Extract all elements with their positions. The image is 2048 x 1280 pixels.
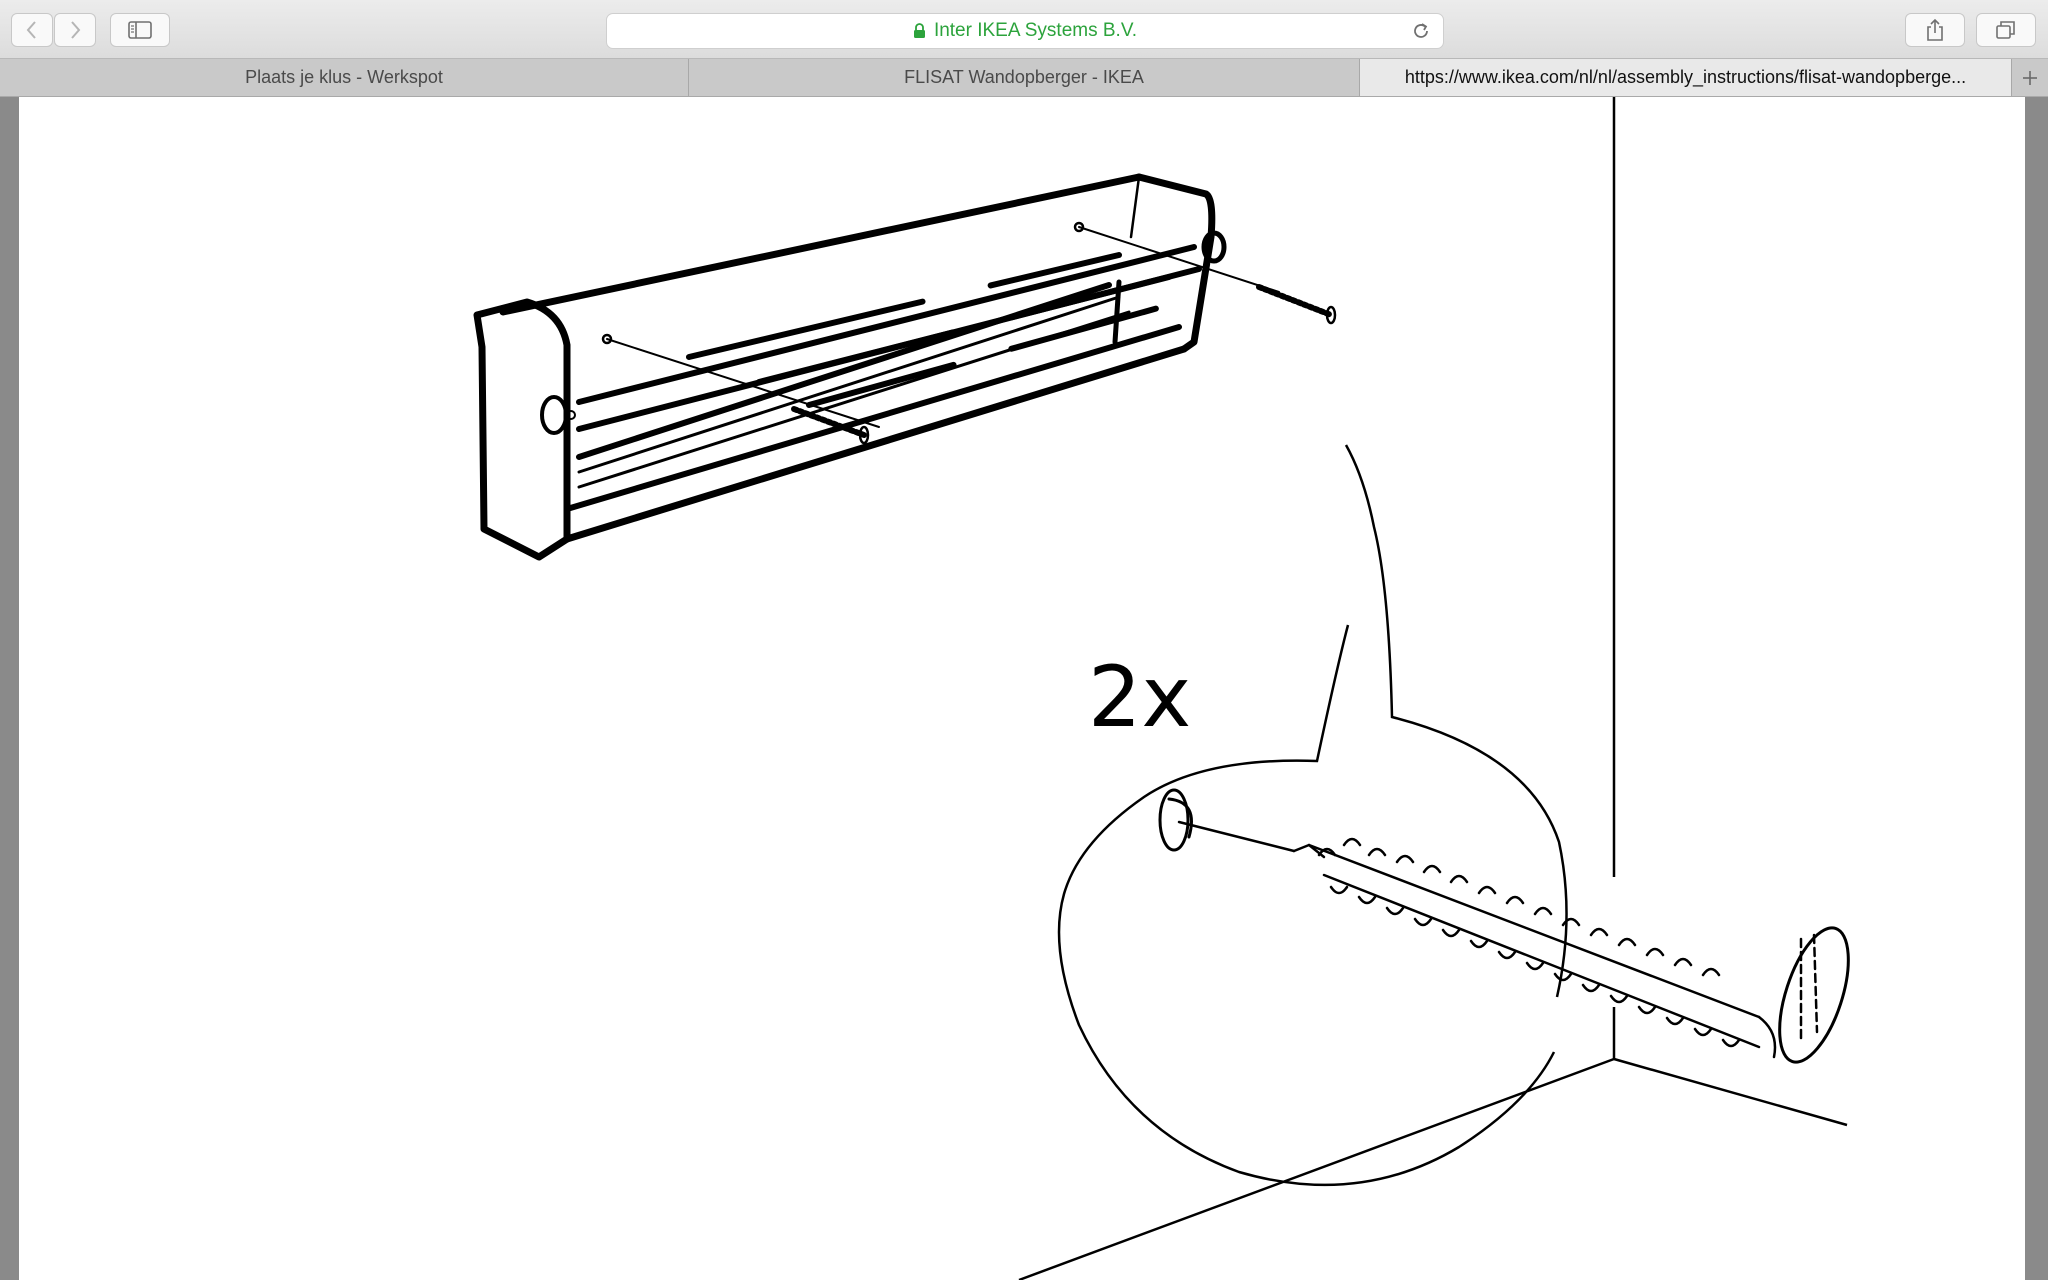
share-button[interactable] <box>1905 13 1965 47</box>
tabs-overview-icon <box>1996 21 2015 39</box>
share-icon <box>1927 18 1943 41</box>
browser-toolbar: Inter IKEA Systems B.V. <box>0 0 2048 59</box>
tab-label: Plaats je klus - Werkspot <box>245 67 443 87</box>
wall-shelf-drawing <box>473 173 1337 561</box>
tab-label: https://www.ikea.com/nl/nl/assembly_inst… <box>1404 67 1967 87</box>
chevron-right-icon <box>71 21 81 39</box>
detail-callout <box>1057 444 1568 1187</box>
address-content: Inter IKEA Systems B.V. <box>607 14 1443 48</box>
page-content: 2x <box>19 97 2025 1280</box>
chevron-left-icon <box>26 21 36 39</box>
sidebar-icon <box>128 21 152 39</box>
quantity-label: 2x <box>1088 648 1192 746</box>
reload-icon[interactable] <box>1411 21 1431 41</box>
back-button[interactable] <box>11 13 53 47</box>
tab-bar: Plaats je klus - Werkspot FLISAT Wandopb… <box>0 59 2048 97</box>
forward-button[interactable] <box>54 13 96 47</box>
plus-icon <box>2023 70 2037 85</box>
enlarged-screw <box>1158 788 1850 1064</box>
address-text: Inter IKEA Systems B.V. <box>933 20 1138 41</box>
lock-icon <box>913 23 925 38</box>
tab-flisat[interactable]: FLISAT Wandopberger - IKEA <box>689 59 1360 96</box>
tab-label: FLISAT Wandopberger - IKEA <box>904 67 1144 87</box>
new-tab-button[interactable] <box>2012 59 2048 96</box>
tab-assembly-instructions[interactable]: https://www.ikea.com/nl/nl/assembly_inst… <box>1360 59 2012 96</box>
tab-werkspot[interactable]: Plaats je klus - Werkspot <box>0 59 689 96</box>
tabs-overview-button[interactable] <box>1976 13 2036 47</box>
address-bar[interactable]: Inter IKEA Systems B.V. <box>606 13 1444 49</box>
wall-corner-lines <box>1018 97 1848 1280</box>
assembly-illustration <box>473 97 1850 1280</box>
sidebar-button[interactable] <box>110 13 170 47</box>
